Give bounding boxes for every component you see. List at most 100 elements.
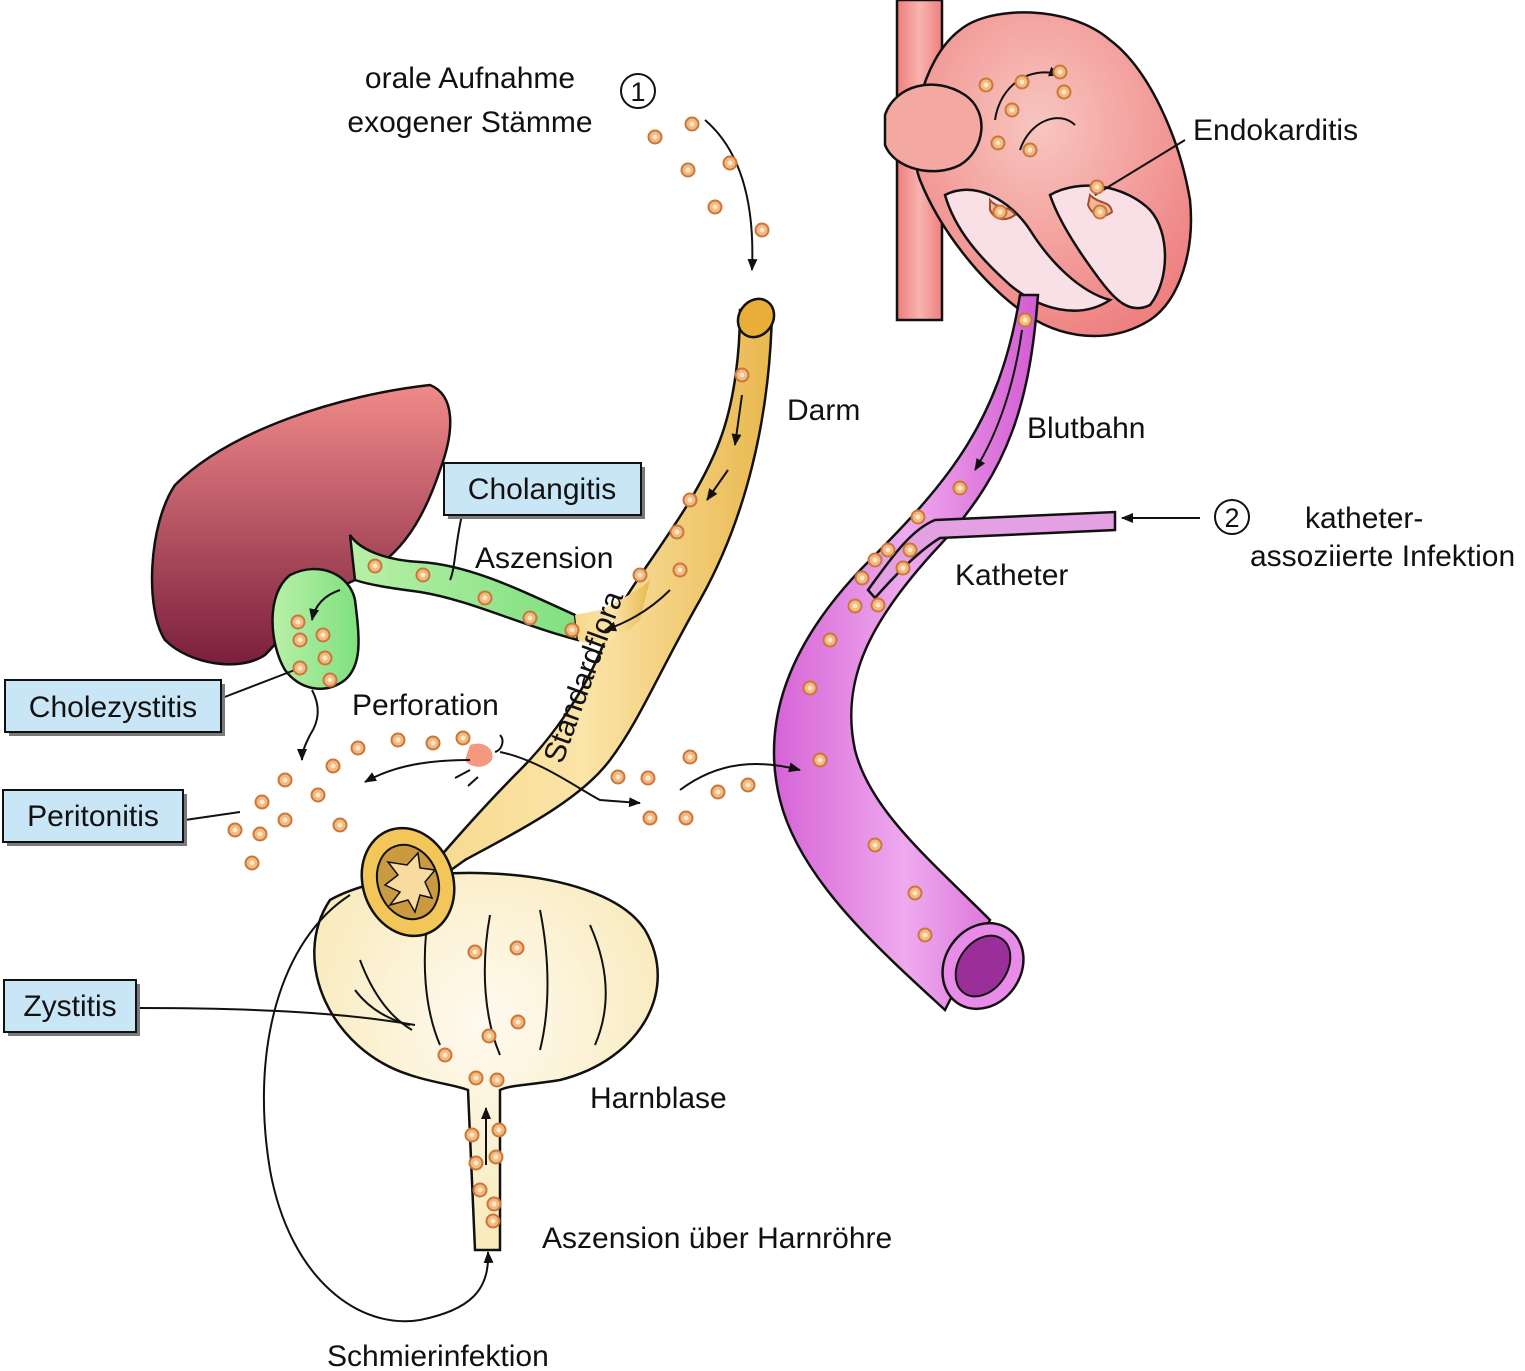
bacterium-core bbox=[527, 615, 533, 621]
bacterium-core bbox=[490, 1218, 496, 1224]
bacterium-core bbox=[715, 789, 721, 795]
bacterium-core bbox=[569, 627, 575, 633]
bacterium-core bbox=[872, 557, 878, 563]
bacterium-core bbox=[872, 842, 878, 848]
bacterium-core bbox=[257, 831, 263, 837]
bacterium-core bbox=[615, 774, 621, 780]
bacterium-core bbox=[297, 637, 303, 643]
bacterium-core bbox=[674, 529, 680, 535]
catheter-infection-label-line2: assoziierte Infektion bbox=[1250, 540, 1515, 573]
bacterium-core bbox=[1027, 147, 1033, 153]
bacterium-core bbox=[995, 140, 1001, 146]
bacterium-core bbox=[1094, 184, 1100, 190]
bacterium-core bbox=[322, 655, 328, 661]
intestine-upper-branch bbox=[575, 580, 650, 644]
bacterium-core bbox=[652, 134, 658, 140]
bacterium-core bbox=[683, 815, 689, 821]
bacterium-core bbox=[473, 1160, 479, 1166]
bacterium-core bbox=[1022, 317, 1028, 323]
marker-2-label: 2 bbox=[1224, 503, 1239, 533]
gallbladder bbox=[271, 567, 360, 690]
bacterium-core bbox=[1061, 89, 1067, 95]
bacterium-core bbox=[395, 737, 401, 743]
catheter-infection-label-line1: katheter- bbox=[1305, 502, 1423, 535]
bacterium-core bbox=[907, 547, 913, 553]
bacterium-core bbox=[687, 754, 693, 760]
bacterium-core bbox=[677, 567, 683, 573]
bacterium-core bbox=[486, 1033, 492, 1039]
katheter-label: Katheter bbox=[955, 559, 1068, 592]
cholezystitis-box: Cholezystitis bbox=[4, 679, 225, 736]
darm-label: Darm bbox=[787, 394, 860, 427]
endokarditis-label: Endokarditis bbox=[1193, 114, 1358, 147]
bacterium-core bbox=[637, 572, 643, 578]
bladder bbox=[313, 871, 659, 1252]
bacterium-core bbox=[827, 637, 833, 643]
bacterium-core bbox=[355, 745, 361, 751]
bacterium-core bbox=[491, 1201, 497, 1207]
bacteria-group bbox=[227, 64, 1108, 1229]
intestine-opening bbox=[736, 297, 776, 339]
bacterium-core bbox=[912, 890, 918, 896]
catheter-tube bbox=[866, 510, 1117, 600]
harnblase-label: Harnblase bbox=[590, 1082, 727, 1115]
bacterium-core bbox=[327, 677, 333, 683]
bacterium-core bbox=[687, 497, 693, 503]
bacterium-core bbox=[515, 1019, 521, 1025]
bacterium-core bbox=[807, 685, 813, 691]
zystitis-box-label: Zystitis bbox=[23, 990, 116, 1023]
bacterium-core bbox=[647, 815, 653, 821]
bacterium-core bbox=[330, 763, 336, 769]
marker-2: 2 bbox=[1214, 499, 1250, 535]
bacterium-core bbox=[282, 817, 288, 823]
bacterium-core bbox=[315, 792, 321, 798]
bacterium-core bbox=[745, 782, 751, 788]
bacterium-core bbox=[645, 775, 651, 781]
bacterium-core bbox=[957, 485, 963, 491]
bacterium-core bbox=[337, 822, 343, 828]
zystitis-box: Zystitis bbox=[3, 979, 140, 1036]
bacterium-core bbox=[496, 1127, 502, 1133]
bacterium-core bbox=[689, 121, 695, 127]
perforation-label: Perforation bbox=[352, 689, 499, 722]
bacterium-core bbox=[759, 227, 765, 233]
marker-1: 1 bbox=[620, 73, 656, 109]
bacterium-core bbox=[295, 619, 301, 625]
aszension-harnroehre-label: Aszension über Harnröhre bbox=[542, 1222, 892, 1255]
bacterium-core bbox=[1057, 69, 1063, 75]
bacterium-core bbox=[1019, 79, 1025, 85]
bacterium-core bbox=[1097, 209, 1103, 215]
bacterium-core bbox=[259, 799, 265, 805]
cholangitis-box-label: Cholangitis bbox=[468, 473, 616, 506]
bacterium-core bbox=[320, 632, 326, 638]
bacterium-core bbox=[885, 547, 891, 553]
bacterium-core bbox=[297, 665, 303, 671]
marker-1-label: 1 bbox=[630, 77, 645, 107]
bacterium-core bbox=[372, 563, 378, 569]
schmierinfektion-label: Schmierinfektion bbox=[327, 1340, 549, 1371]
bacterium-core bbox=[482, 595, 488, 601]
bacterium-core bbox=[983, 82, 989, 88]
cholezystitis-box-label: Cholezystitis bbox=[29, 691, 197, 724]
bacterium-core bbox=[1009, 107, 1015, 113]
peritonitis-box: Peritonitis bbox=[2, 789, 187, 846]
bacterium-core bbox=[249, 860, 255, 866]
bacterium-core bbox=[712, 204, 718, 210]
bacterium-core bbox=[477, 1187, 483, 1193]
bacterium-core bbox=[875, 602, 881, 608]
bacterium-core bbox=[282, 777, 288, 783]
bacterium-core bbox=[922, 932, 928, 938]
bacterium-core bbox=[915, 514, 921, 520]
bacterium-core bbox=[469, 1132, 475, 1138]
blutbahn-label: Blutbahn bbox=[1027, 412, 1145, 445]
aszension-label: Aszension bbox=[475, 542, 613, 575]
bacterium-core bbox=[473, 1075, 479, 1081]
bacterium-core bbox=[739, 372, 745, 378]
oral-intake-label-line1: orale Aufnahme bbox=[365, 62, 575, 95]
bacterium-core bbox=[232, 827, 238, 833]
bacterium-core bbox=[685, 167, 691, 173]
bacterium-core bbox=[514, 945, 520, 951]
bacterium-core bbox=[997, 209, 1003, 215]
